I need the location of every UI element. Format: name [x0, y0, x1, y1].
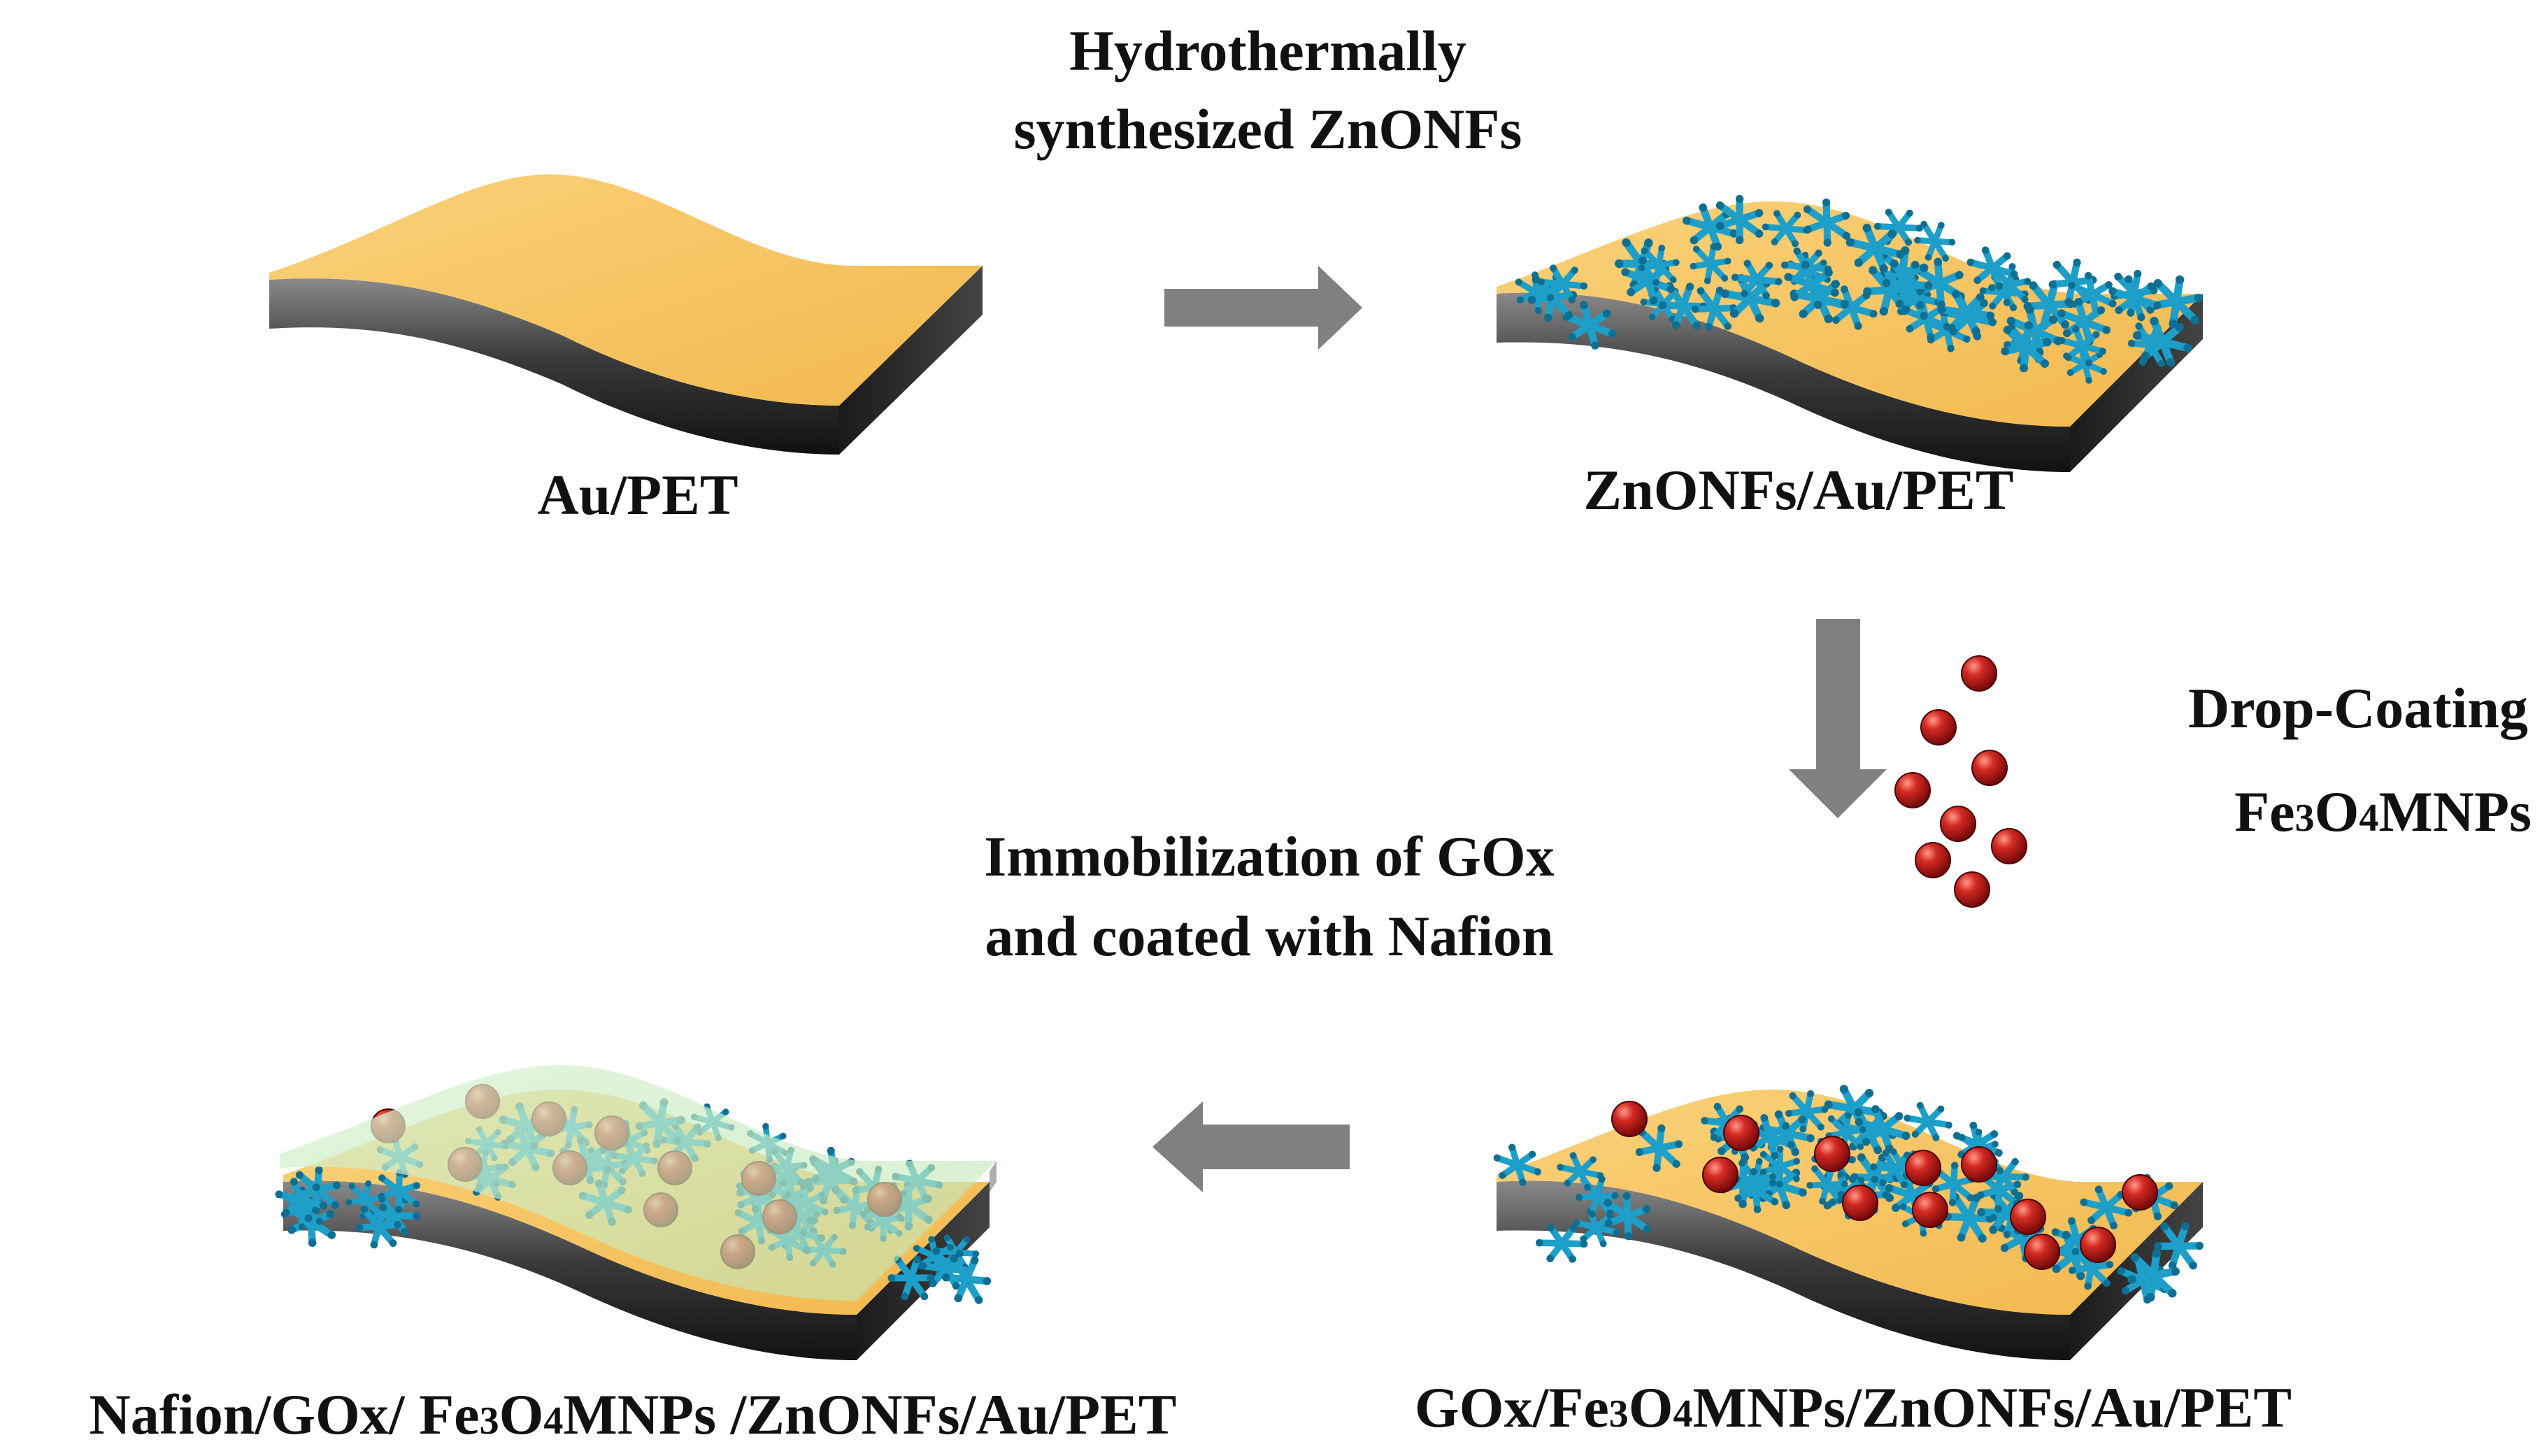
- znonf-nanoflower: [1690, 243, 1731, 285]
- znonf-nanoflower: [887, 1255, 934, 1301]
- mnp-layer: [1611, 1101, 2158, 1270]
- fe3o4-particle: [1842, 1185, 1878, 1221]
- fe3o4-particle: [1920, 709, 1957, 745]
- fe3o4-particle: [2010, 1199, 2046, 1235]
- pet-side-face: [283, 1180, 857, 1360]
- step2-label-line1: Drop-Coating: [2188, 676, 2528, 740]
- znonf-nanoflower: [2127, 1249, 2180, 1302]
- substrate-znonfs: [1497, 194, 2203, 472]
- stage1-label: Au/PET: [537, 463, 738, 527]
- fe3o4-particle: [1723, 1115, 1759, 1151]
- znonf-nanoflower: [1537, 264, 1588, 304]
- fe3o4-particle: [1961, 1146, 1997, 1183]
- arrow-left-step3: [1152, 1101, 1350, 1192]
- pet-side-face: [269, 278, 839, 455]
- znonf-nanoflower: [1937, 290, 1995, 336]
- znonf-nanoflower: [1493, 1143, 1541, 1186]
- stage4-label: Nafion/GOx/ Fe3O4MNPs /ZnONFs/Au/PET: [90, 1383, 1177, 1446]
- znonf-nanoflower: [1785, 1090, 1829, 1133]
- arrow-right-step1: [1164, 266, 1362, 350]
- nanoflower-layer: [1515, 194, 2203, 384]
- substrate-gox-mnps: [1493, 1085, 2204, 1360]
- znonf-nanoflower: [1855, 1105, 1911, 1153]
- arrow-down-step2: [1789, 619, 1887, 818]
- pet-end-face: [857, 1182, 990, 1360]
- fe3o4-particle: [1912, 1192, 1948, 1228]
- fe3o4-particle: [1814, 1136, 1850, 1172]
- fe3o4-particle: [2024, 1234, 2060, 1270]
- znonf-nanoflower: [1715, 194, 1764, 245]
- znonf-nanoflower: [1731, 259, 1783, 300]
- fe3o4-particle: [2122, 1174, 2158, 1211]
- znonf-nanoflower: [355, 1204, 401, 1249]
- nafion-film: [280, 1065, 997, 1301]
- pet-end-face: [2070, 1182, 2203, 1360]
- znonf-nanoflower: [2154, 1222, 2204, 1270]
- nafion-edge: [990, 1161, 997, 1192]
- znonf-nanoflower: [1604, 1192, 1652, 1241]
- stage3-label: GOx/Fe3O4MNPs/ZnONFs/Au/PET: [1415, 1376, 2292, 1439]
- free-mnp-particles: [1894, 655, 2027, 908]
- fe3o4-particle: [1991, 828, 2027, 864]
- znonf-nanoflower: [2001, 321, 2052, 373]
- znonf-nanoflower: [1882, 259, 1933, 310]
- fe3o4-particle: [1971, 750, 2008, 786]
- fe3o4-particle: [1940, 806, 1976, 842]
- znonf-nanoflower: [1635, 1124, 1683, 1172]
- substrate-nafion: [275, 1065, 997, 1360]
- stage2-label: ZnONFs/Au/PET: [1583, 458, 2013, 522]
- znonf-nanoflower: [2132, 316, 2192, 367]
- znonf-nanoflower: [1638, 244, 1680, 286]
- substrate-au-pet: [269, 174, 983, 455]
- fe3o4-particle: [1961, 655, 1997, 692]
- fe3o4-particle: [1611, 1101, 1648, 1137]
- znonf-nanoflower: [1803, 198, 1850, 247]
- fe3o4-particle: [1702, 1157, 1738, 1193]
- znonf-nanoflower: [1759, 1145, 1800, 1188]
- znonf-nanoflower: [1966, 246, 2018, 290]
- gold-top-face: [269, 174, 983, 406]
- znonf-nanoflower: [1845, 223, 1905, 273]
- step3-label-line2: and coated with Nafion: [985, 904, 1553, 968]
- step1-label-line2: synthesized ZnONFs: [1014, 97, 1522, 161]
- znonf-nanoflower: [1536, 1224, 1588, 1263]
- znonf-nanoflower: [2080, 1185, 2133, 1229]
- fe3o4-particle: [1915, 842, 1951, 878]
- znonf-nanoflower: [1557, 1152, 1604, 1191]
- znonf-nanoflower: [275, 1178, 328, 1222]
- znonf-nanoflower: [1784, 260, 1839, 309]
- fe3o4-particle: [1905, 1150, 1941, 1186]
- step3-label-line1: Immobilization of GOx: [984, 825, 1554, 888]
- fe3o4-particle: [2080, 1227, 2116, 1263]
- znonf-nanoflower: [1914, 220, 1956, 262]
- znonf-nanoflower: [941, 1254, 992, 1304]
- znonf-nanoflower: [1732, 1168, 1779, 1213]
- znonf-nanoflower: [2108, 275, 2162, 322]
- pet-side-face: [1497, 292, 2070, 472]
- znonf-nanoflower: [2058, 325, 2106, 366]
- step2-label-line2: Fe3O4MNPs: [2234, 780, 2532, 843]
- step1-label-line1: Hydrothermally: [1069, 19, 1466, 83]
- znonf-nanoflower: [1904, 1101, 1952, 1141]
- pet-end-face: [839, 266, 983, 455]
- fe3o4-particle: [1894, 772, 1931, 808]
- znonf-nanoflower: [1691, 286, 1737, 331]
- fe3o4-particle: [1954, 871, 1990, 908]
